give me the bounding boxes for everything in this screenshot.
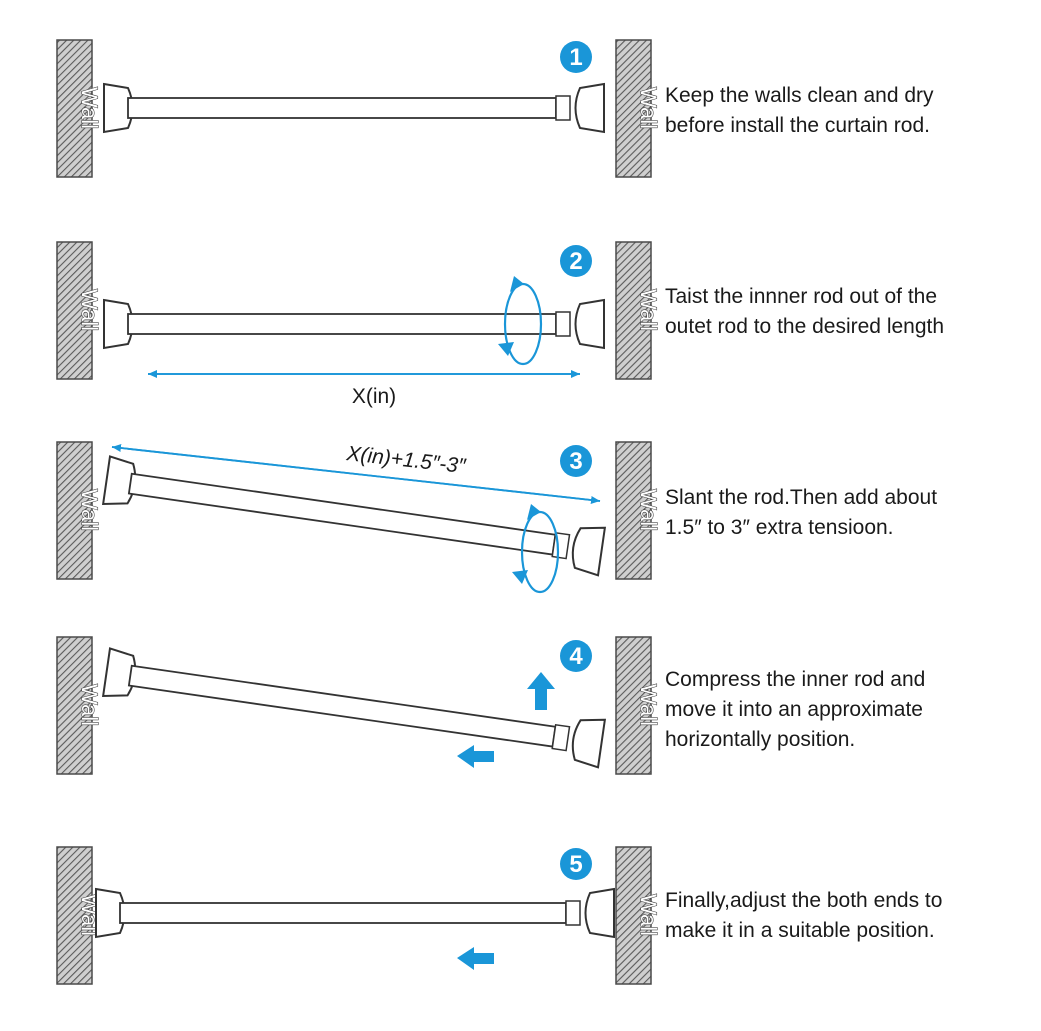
step-2-badge: 2: [560, 245, 592, 277]
left-wall: Wall: [56, 636, 103, 775]
left-wall-label: Wall: [77, 289, 102, 331]
step-4-description: Compress the inner rod and move it into …: [665, 665, 925, 755]
rotate-arrow-icon: [498, 276, 543, 366]
step-4-line-1: Compress the inner rod and: [665, 668, 926, 691]
step-2-line-2: outet rod to the desired length: [665, 315, 945, 338]
right-wall-label: Wall: [636, 87, 661, 129]
left-wall-label: Wall: [77, 684, 102, 726]
step-4-line-3: horizontally position.: [665, 728, 856, 751]
step-4-badge: 4: [560, 640, 592, 672]
right-wall: Wall: [615, 39, 662, 178]
right-wall: Wall: [615, 441, 662, 580]
curtain-rod: [101, 455, 607, 577]
right-wall: Wall: [615, 846, 662, 985]
step-5-line-2: make it in a suitable position.: [665, 919, 935, 942]
step-3-badge: 3: [560, 445, 592, 477]
step-5-description: Finally,adjust the both ends to make it …: [665, 886, 942, 946]
step-4-line-2: move it into an approximate: [665, 698, 923, 721]
arrow-left-icon: [457, 947, 494, 970]
right-wall-label: Wall: [636, 684, 661, 726]
step-1-illustration: Wall Wall 1: [56, 39, 662, 178]
curtain-rod: [103, 298, 605, 350]
step-3-illustration: Wall Wall X(in)+1.5″-3″ 3: [56, 441, 662, 594]
left-wall: Wall: [56, 39, 103, 178]
curtain-rod: [101, 647, 607, 769]
arrow-left-icon: [457, 745, 494, 768]
step-4-illustration: Wall Wall 4: [56, 636, 662, 775]
right-wall: Wall: [615, 241, 662, 380]
right-wall-label: Wall: [636, 489, 661, 531]
step-2-description: Taist the innner rod out of the outet ro…: [665, 282, 944, 342]
left-wall-label: Wall: [77, 489, 102, 531]
curtain-rod: [95, 887, 615, 939]
step-5-illustration: Wall Wall 5: [56, 846, 662, 985]
step-1-number: 1: [569, 44, 582, 71]
step-3-description: Slant the rod.Then add about 1.5″ to 3″ …: [665, 483, 937, 543]
step-3-line-2: 1.5″ to 3″ extra tensioon.: [665, 516, 894, 539]
step-2-number: 2: [569, 248, 582, 275]
rotate-arrow-icon: [512, 504, 560, 594]
dimension-label: X(in): [352, 385, 396, 408]
arrow-up-icon: [527, 672, 555, 710]
right-wall-label: Wall: [636, 894, 661, 936]
dimension-arrow: [111, 444, 601, 504]
step-1-line-1: Keep the walls clean and dry: [665, 84, 934, 107]
curtain-rod: [103, 82, 605, 134]
right-wall: Wall: [615, 636, 662, 775]
left-wall: Wall: [56, 441, 103, 580]
step-3-line-1: Slant the rod.Then add about: [665, 486, 938, 509]
step-2-line-1: Taist the innner rod out of the: [665, 285, 938, 308]
step-5-badge: 5: [560, 848, 592, 880]
step-5-line-1: Finally,adjust the both ends to: [665, 889, 943, 912]
left-wall-label: Wall: [77, 87, 102, 129]
step-1-description: Keep the walls clean and dry before inst…: [665, 81, 934, 141]
left-wall: Wall: [56, 241, 103, 380]
dimension-label: X(in)+1.5″-3″: [344, 442, 468, 478]
step-1-line-2: before install the curtain rod.: [665, 114, 930, 137]
step-4-number: 4: [569, 643, 583, 670]
step-3-number: 3: [569, 448, 582, 475]
right-wall-label: Wall: [636, 289, 661, 331]
step-2-illustration: Wall Wall X(in) 2: [56, 241, 662, 408]
step-1-badge: 1: [560, 41, 592, 73]
step-5-number: 5: [569, 851, 582, 878]
